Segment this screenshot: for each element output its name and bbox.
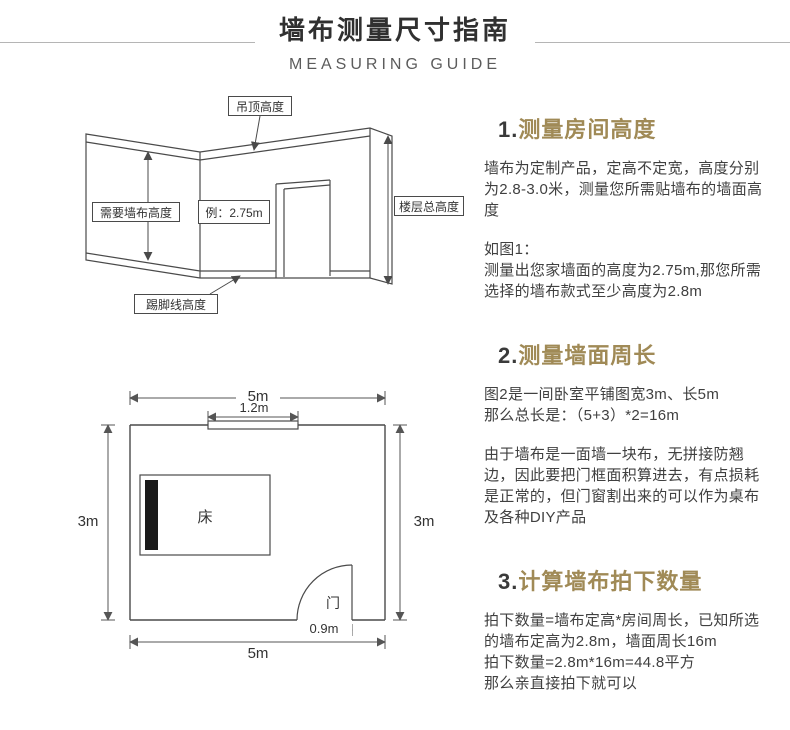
floor-plan-diagram: 5m 1.2m 3m 3m 5m 0.9m 床 门 (60, 380, 450, 680)
section-2-title: 2.测量墙面周长 (498, 338, 769, 370)
section-3-title: 3.计算墙布拍下数量 (498, 564, 769, 596)
header-line-left (0, 41, 255, 43)
total-height-label: 楼层总高度 (394, 196, 464, 216)
skirting-line-left (85, 252, 201, 272)
dim-left-3m (101, 424, 115, 621)
section-2-paragraph-2: 那么总长是：（5+3）*2=16m (484, 407, 680, 424)
page-subtitle: MEASURING GUIDE (289, 56, 502, 73)
dim-label-window-width: 1.2m (232, 400, 276, 416)
section-2-number: 2. (498, 343, 519, 368)
section-3-paragraph-3: 那么亲直接拍下就可以 (484, 675, 638, 692)
door-swing-arc (296, 564, 353, 621)
bed-headboard (145, 480, 158, 550)
dim-label-door-width: 0.9m (296, 621, 352, 637)
window-symbol (207, 420, 299, 430)
dim-label-height-left: 3m (77, 513, 99, 530)
suspended-ceiling-line (85, 135, 371, 161)
dim-label-width-top: 5m (236, 388, 280, 406)
section-3-title-text: 计算墙布拍下数量 (518, 569, 703, 594)
header-line-right (535, 41, 790, 43)
wall-height-label: 需要墙布高度 (92, 202, 180, 222)
section-2-paragraph-3: 由于墙布是一面墙一块布，无拼接防翘边，因此要把门框面积算进去，有点损耗是正常的，… (484, 446, 760, 526)
section-2-paragraph-1: 图2是一间卧室平铺图宽3m、长5m (484, 386, 720, 403)
ceiling-pointer (250, 115, 261, 151)
dim-window-1-2m (207, 411, 299, 423)
bed-label: 床 (197, 509, 213, 526)
section-1-title: 1.测量房间高度 (498, 112, 769, 144)
section-3-number: 3. (498, 569, 519, 594)
section-measure-room-height: 1.测量房间高度 墙布为定制产品，定高不定宽，高度分别为2.8-3.0米，测量您… (484, 112, 769, 302)
skirting-pointer (209, 275, 241, 295)
dim-label-width-bottom: 5m (236, 645, 280, 663)
header-titles: 墙布测量尺寸指南 MEASURING GUIDE (255, 10, 535, 74)
section-calculate-quantity: 3.计算墙布拍下数量 拍下数量=墙布定高*房间周长，已知所选的墙布定高为2.8m… (484, 564, 769, 694)
section-1-number: 1. (498, 117, 519, 142)
room-height-diagram: 吊顶高度 需要墙布高度 例：2.75m 楼层总高度 踢脚线高度 (28, 88, 480, 328)
section-2-title-text: 测量墙面周长 (518, 343, 657, 368)
section-1-paragraph-2: 如图1： (484, 241, 539, 258)
section-1-paragraph-1: 墙布为定制产品，定高不定宽，高度分别为2.8-3.0米，测量您所需贴墙布的墙面高… (484, 160, 763, 219)
guide-column: 1.测量房间高度 墙布为定制产品，定高不定宽，高度分别为2.8-3.0米，测量您… (484, 112, 769, 730)
page-title: 墙布测量尺寸指南 (279, 15, 512, 45)
section-3-paragraph-2: 拍下数量=2.8m*16m=44.8平方 (484, 654, 696, 671)
dim-label-height-right: 3m (413, 513, 435, 530)
section-1-paragraph-3: 测量出您家墙面的高度为2.75m,那您所需选择的墙布款式至少高度为2.8m (484, 262, 762, 300)
floor-plan-drawing (101, 391, 407, 649)
door-opening (275, 179, 331, 278)
door-label: 门 (326, 595, 340, 611)
dim-bottom-5m (129, 635, 386, 649)
ceiling-height-label: 吊顶高度 (228, 96, 292, 116)
door-symbol (296, 564, 353, 621)
example-height-label: 例：2.75m (198, 200, 270, 224)
bed-symbol (139, 474, 271, 556)
section-1-title-text: 测量房间高度 (518, 117, 657, 142)
dim-right-3m (393, 424, 407, 621)
page-header: 墙布测量尺寸指南 MEASURING GUIDE (0, 0, 790, 74)
skirting-height-label: 踢脚线高度 (134, 294, 218, 314)
section-measure-wall-perimeter: 2.测量墙面周长 图2是一间卧室平铺图宽3m、长5m 那么总长是：（5+3）*2… (484, 338, 769, 528)
section-3-paragraph-1: 拍下数量=墙布定高*房间周长，已知所选的墙布定高为2.8m，墙面周长16m (484, 612, 760, 650)
